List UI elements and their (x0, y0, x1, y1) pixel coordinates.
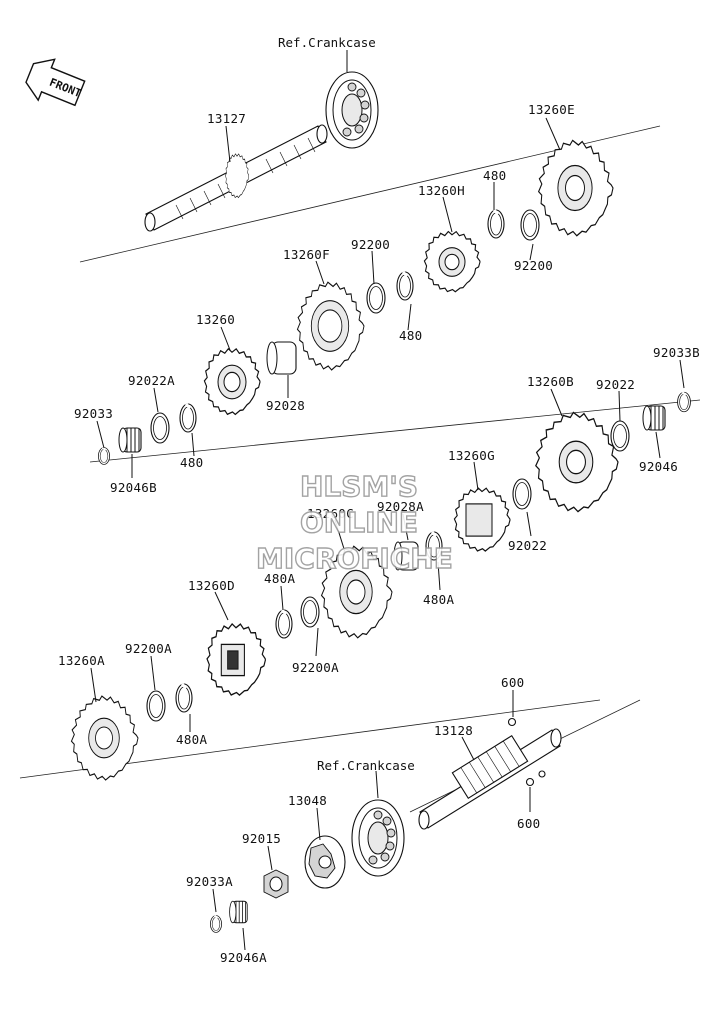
label-13260F: 13260F (283, 247, 330, 262)
front-arrow-icon (25, 58, 86, 107)
gear-13260 (203, 348, 261, 416)
part-number-labels: Ref.Crankcase Ref.Crankcase 13127 13260E… (58, 35, 700, 965)
label-92033B: 92033B (653, 345, 700, 360)
label-13260E: 13260E (528, 102, 575, 117)
leader-lines (90, 50, 685, 951)
bearing-ref-crankcase-top (325, 71, 379, 149)
circlip-480A-2 (274, 608, 294, 640)
label-13048: 13048 (288, 793, 327, 808)
label-92028: 92028 (266, 398, 305, 413)
gear-13260E (537, 139, 614, 237)
label-92046: 92046 (639, 459, 678, 474)
ball-600-top (507, 717, 517, 727)
label-13260B: 13260B (527, 374, 574, 389)
gear-13260G (453, 487, 511, 552)
label-480-a3: 480 (180, 455, 203, 470)
bushing-92028A (393, 541, 419, 571)
ball-600-bottom (525, 770, 546, 787)
label-480A-2: 480A (264, 571, 295, 586)
washer-92200A-1 (146, 690, 166, 722)
label-92046B: 92046B (110, 480, 157, 495)
label-13260H: 13260H (418, 183, 465, 198)
label-92200-top: 92200 (514, 258, 553, 273)
circlip-92033 (97, 446, 111, 466)
label-92046A: 92046A (220, 950, 267, 965)
label-13260: 13260 (196, 312, 235, 327)
gear-13260H (423, 230, 481, 293)
label-600-top: 600 (501, 675, 524, 690)
washer-92022-mid (512, 478, 532, 510)
label-13260D: 13260D (188, 578, 235, 593)
needle-bearing-92046A (229, 900, 248, 924)
circlip-480-a3 (178, 402, 198, 434)
label-13128: 13128 (434, 723, 473, 738)
gear-13260B (535, 411, 619, 513)
circlip-480-a2 (395, 270, 415, 302)
label-92200A-1: 92200A (125, 641, 172, 656)
label-ref-crankcase-top: Ref.Crankcase (278, 35, 376, 50)
nut-92015 (263, 869, 289, 899)
washer-92022A (150, 412, 170, 444)
label-13260G: 13260G (448, 448, 495, 463)
label-600-bottom: 600 (517, 816, 540, 831)
output-shaft-13127 (144, 124, 328, 232)
watermark: HLSM'S ONLINE MICROFICHE (255, 469, 453, 575)
watermark-line-2: ONLINE (300, 506, 418, 539)
label-92028A: 92028A (377, 499, 424, 514)
label-92033: 92033 (74, 406, 113, 421)
gear-13260C (320, 545, 393, 639)
label-92200-mid: 92200 (351, 237, 390, 252)
label-92022-top: 92022 (596, 377, 635, 392)
label-92015: 92015 (242, 831, 281, 846)
circlip-92033A (209, 914, 223, 934)
needle-bearing-92046B (118, 427, 142, 453)
washer-92200-top (520, 209, 540, 241)
watermark-line-1: HLSM'S (300, 470, 418, 503)
label-480A-3: 480A (176, 732, 207, 747)
bushing-92028 (266, 341, 297, 375)
washer-92200-mid (366, 282, 386, 314)
label-480-a1: 480 (483, 168, 506, 183)
needle-bearing-92046 (642, 405, 666, 431)
label-13127: 13127 (207, 111, 246, 126)
bearing-ref-crankcase-bottom (351, 799, 405, 877)
label-480-a2: 480 (399, 328, 422, 343)
circlip-480A-3 (174, 682, 194, 714)
front-direction-badge: FRONT (25, 58, 86, 107)
gear-13260F (296, 281, 365, 371)
label-480A-1: 480A (423, 592, 454, 607)
label-13260A: 13260A (58, 653, 105, 668)
label-92022A: 92022A (128, 373, 175, 388)
sprocket-13048 (304, 835, 346, 889)
input-shaft-13128 (418, 728, 562, 830)
circlip-480-a1 (486, 208, 506, 240)
label-ref-crankcase-bottom: Ref.Crankcase (317, 758, 415, 773)
watermark-line-3: MICROFICHE (256, 542, 453, 575)
label-92033A: 92033A (186, 874, 233, 889)
label-92022-mid: 92022 (508, 538, 547, 553)
circlip-92033B (676, 391, 692, 413)
gear-13260D (206, 623, 267, 696)
label-13260C: 13260C (307, 506, 354, 521)
label-92200A-2: 92200A (292, 660, 339, 675)
washer-92200A-2 (300, 596, 320, 628)
gear-13260A (70, 695, 139, 781)
